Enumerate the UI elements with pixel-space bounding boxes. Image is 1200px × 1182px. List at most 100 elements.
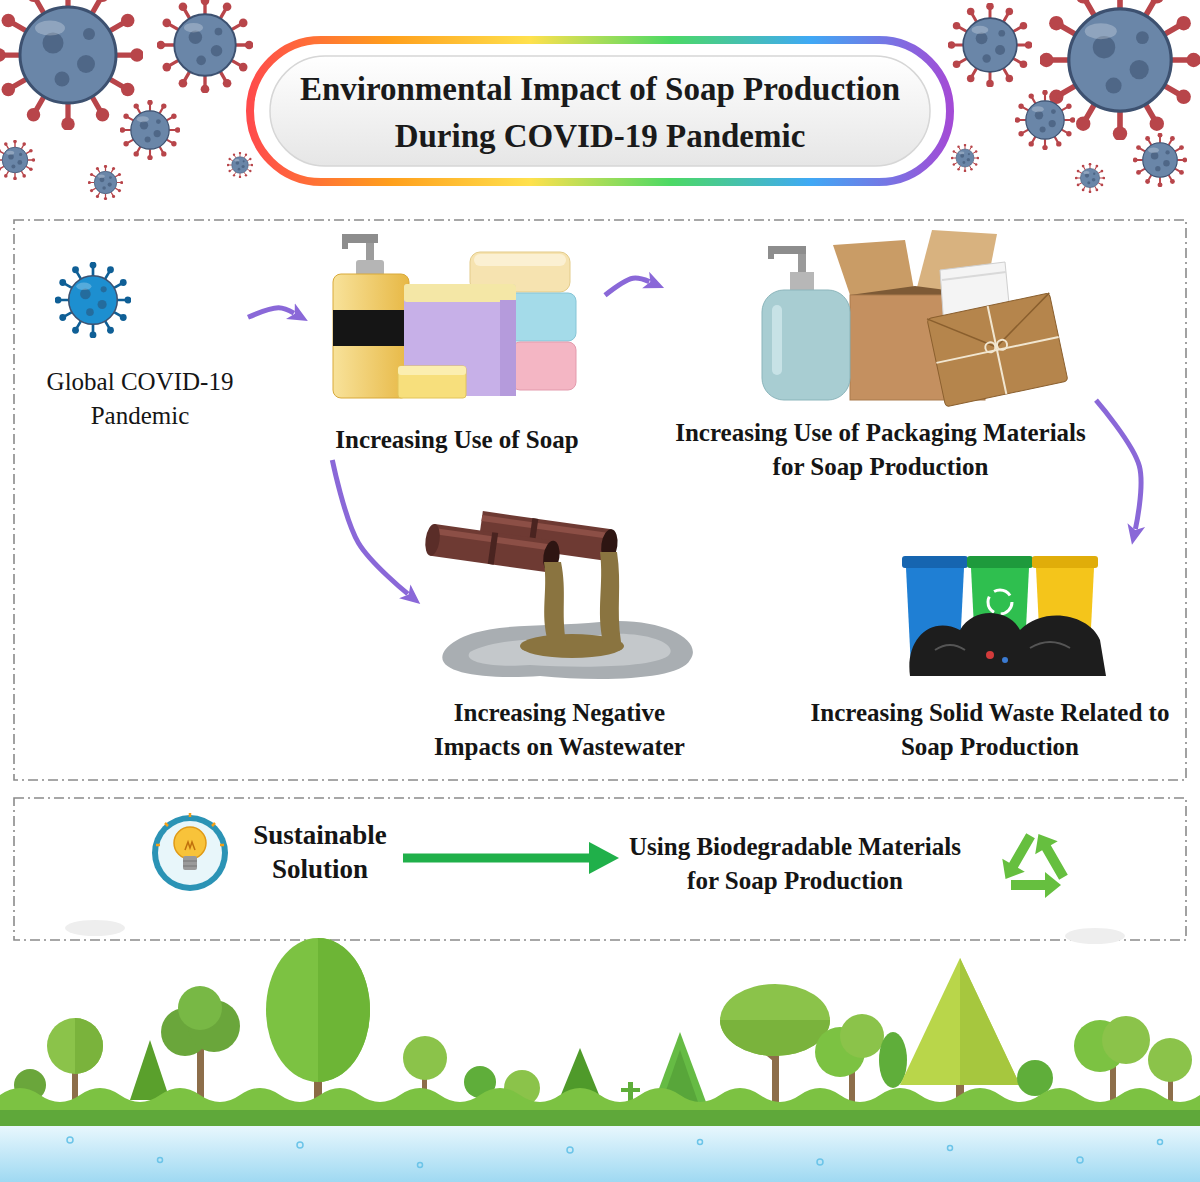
landscape-trees (75, 1018, 103, 1074)
virus-decoration (1075, 163, 1105, 193)
landscape-trees (266, 938, 370, 1082)
wastewater-icon (544, 562, 566, 642)
virus-decoration (0, 0, 1200, 200)
water-band (67, 1137, 73, 1143)
wastewater-icon (442, 621, 693, 679)
packaging-icon (790, 272, 814, 292)
diagram-title: Environmental Impact of Soap Production … (260, 66, 940, 160)
waste-bins-icon (902, 556, 1106, 676)
landscape-trees (403, 1036, 447, 1080)
cloud (1065, 928, 1125, 944)
wastewater-icon (600, 552, 621, 642)
soap-icon (398, 366, 466, 375)
flow-arrow (332, 460, 408, 594)
packaging-icon (762, 290, 850, 400)
soap-icon (333, 310, 409, 346)
wastewater-icon (469, 634, 671, 667)
waste-bins-icon (1032, 556, 1098, 568)
virus-decoration (948, 3, 1033, 88)
dashed-frame (14, 798, 1186, 940)
lightbulb-icon (152, 813, 228, 891)
recycle-icon (994, 829, 1042, 885)
landscape-trees (840, 1014, 884, 1058)
landscape-trees (178, 986, 222, 1030)
packaging-icon (996, 339, 1008, 351)
packaging-icon (927, 293, 1068, 407)
packaging-icon (927, 293, 1068, 407)
virus-decoration (951, 144, 979, 172)
soap-icon (333, 234, 576, 398)
title-pill (250, 40, 950, 182)
landscape-trees (960, 958, 1020, 1085)
landscape-trees (900, 958, 1020, 1085)
water-band (67, 1137, 1163, 1168)
node-label: Sustainable Solution (240, 818, 400, 886)
water-band (567, 1147, 573, 1153)
solution-arrow (403, 853, 593, 862)
landscape-trees (1017, 1060, 1053, 1096)
wastewater-icon (430, 524, 553, 572)
landscape-trees (318, 938, 370, 1082)
landscape-trees (621, 1088, 640, 1092)
landscape-trees (1102, 1016, 1150, 1064)
wastewater-icon (423, 523, 441, 557)
landscape-trees (1148, 1038, 1192, 1082)
virus-decoration (88, 165, 123, 200)
soap-icon (474, 254, 566, 266)
soap-icon (500, 300, 516, 396)
lightbulb-icon (158, 821, 222, 885)
dashed-frame (14, 220, 1186, 780)
waste-bins-icon (935, 642, 1070, 650)
node-label: Increasing Solid Waste Related to Soap P… (800, 696, 1180, 764)
solution-node: Using Biodegradable Materials for Soap P… (622, 830, 968, 898)
lightbulb-icon (183, 861, 197, 866)
waste-bins-icon (988, 590, 1012, 614)
waste-bins-icon (986, 651, 994, 659)
virus-decoration (120, 100, 181, 161)
process-node: Increasing Use of Packaging Materials fo… (668, 222, 1093, 484)
recycle-icon (1011, 872, 1061, 898)
water-band (948, 1146, 953, 1151)
soap-icon (508, 293, 576, 341)
soap-icon (398, 366, 466, 398)
grass-band (0, 1088, 1200, 1128)
virus-icon (55, 262, 132, 339)
lightbulb-icon (152, 815, 228, 891)
wastewater-icon (488, 532, 498, 565)
flow-arrow (605, 278, 649, 295)
node-label: Increasing Negative Impacts on Wastewate… (422, 696, 697, 764)
impact-node: Increasing Solid Waste Related to Soap P… (800, 548, 1180, 764)
water-band (418, 1163, 423, 1168)
landscape-trees (720, 984, 830, 1056)
waste-bins-icon (1002, 657, 1008, 663)
lightbulb-icon (183, 856, 197, 870)
process-node: Increasing Use of Soap (312, 226, 602, 457)
water-band (817, 1159, 823, 1165)
flow-arrow (248, 308, 294, 317)
cloud (65, 920, 1125, 944)
water-band (698, 1140, 703, 1145)
cloud (65, 920, 125, 936)
recycle-icon (994, 827, 1074, 898)
recycle-icon (1027, 827, 1075, 883)
landscape-trees (720, 1020, 830, 1056)
virus-decoration (0, 140, 35, 180)
dashed-frame (14, 220, 1186, 940)
soap-icon (342, 234, 378, 249)
packaging-icon (984, 341, 996, 353)
water-band (158, 1158, 163, 1163)
impact-node: Increasing Negative Impacts on Wastewate… (422, 520, 697, 764)
landscape-trees (130, 1040, 170, 1100)
flow-arrow (1096, 400, 1141, 529)
node-label: Using Biodegradable Materials for Soap P… (622, 830, 968, 898)
virus-decoration (227, 152, 253, 178)
virus-decoration (1133, 133, 1188, 188)
wastewater-icon (423, 511, 693, 679)
wastewater-icon (423, 523, 561, 573)
packaging-icon (762, 230, 1068, 407)
grass-band (0, 1088, 1200, 1128)
